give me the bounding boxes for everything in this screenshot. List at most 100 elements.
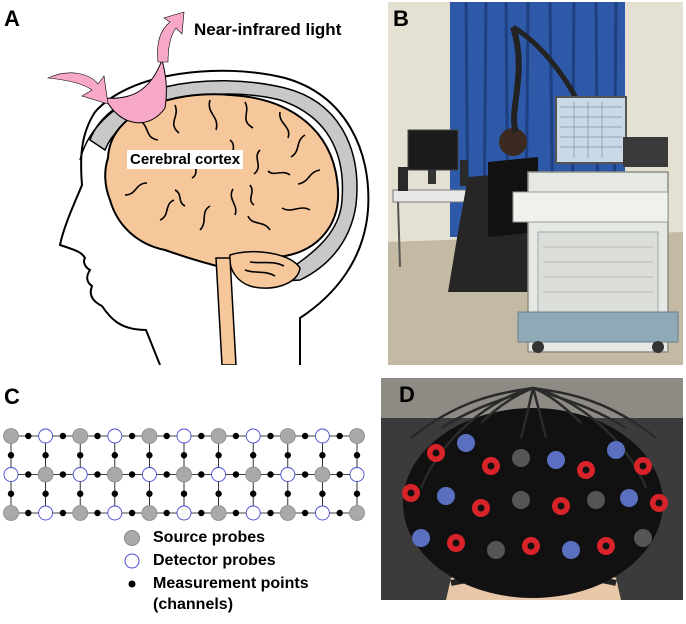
panel-d-photo-probe-cap: D — [381, 378, 683, 600]
measurement-point — [353, 452, 361, 459]
incoming-light-arrow — [46, 72, 109, 105]
measurement-point — [7, 452, 15, 459]
detector-probe — [38, 505, 54, 521]
measurement-point — [111, 490, 119, 497]
detector-probe — [314, 428, 330, 444]
printer — [623, 137, 668, 167]
measurement-point — [42, 452, 49, 459]
measurement-point — [59, 509, 67, 517]
detector-probe — [314, 505, 330, 521]
measurement-point — [59, 471, 67, 478]
source-probe — [245, 466, 262, 483]
subject-head — [499, 128, 527, 156]
panel-letter-b: B — [393, 6, 409, 31]
detector-probe — [176, 428, 192, 444]
measurement-point — [77, 452, 84, 459]
measurement-point — [163, 509, 170, 517]
measurement-point — [232, 509, 240, 517]
cerebellum — [229, 250, 301, 289]
measurement-point — [215, 452, 222, 459]
measurement-point — [336, 509, 343, 517]
measurement-point — [94, 471, 101, 478]
panel-letter-c: C — [4, 384, 20, 409]
detector-probe — [176, 505, 192, 521]
monitor — [407, 129, 459, 171]
detector-probe — [349, 467, 365, 482]
near-infrared-light-label: Near-infrared light — [194, 20, 342, 39]
legend-channels-sublabel: (channels) — [153, 596, 234, 613]
panel-letter-d: D — [399, 382, 415, 407]
panel-b-photo-fnirs-system: B — [388, 1, 683, 365]
black-cap — [403, 408, 663, 598]
measurement-point — [284, 452, 291, 459]
gyri-lines — [124, 99, 321, 277]
legend-detector-label: Detector probes — [153, 552, 276, 569]
detector-probe — [245, 505, 261, 521]
photo-probe-cap — [381, 378, 683, 600]
source-probe — [106, 466, 123, 483]
measurement-point — [301, 509, 309, 517]
source-probe — [3, 505, 19, 521]
measurement-point — [336, 432, 343, 440]
source-probe-icon — [121, 527, 143, 549]
measurement-point — [146, 452, 153, 459]
measurement-point — [198, 509, 205, 517]
display-screen — [555, 96, 627, 164]
measurement-point-icon — [121, 573, 143, 595]
measurement-point — [163, 471, 170, 478]
detector-probe — [141, 467, 157, 482]
legend-channels: Measurement points — [121, 573, 309, 595]
measurement-point — [336, 471, 343, 478]
detector-probe — [3, 467, 19, 482]
source-probe — [314, 466, 331, 483]
legend-channels-label: Measurement points — [153, 575, 309, 592]
measurement-point — [59, 432, 67, 440]
source-probe — [72, 428, 89, 444]
measurement-point — [94, 432, 101, 440]
source-probe — [349, 505, 365, 521]
detector-probe — [38, 428, 54, 444]
measurement-point — [128, 509, 136, 517]
source-probe — [210, 428, 227, 444]
source-probe — [72, 505, 89, 521]
measurement-point — [25, 432, 32, 440]
measurement-point — [25, 471, 32, 478]
measurement-point — [180, 490, 188, 497]
measurement-point — [198, 432, 205, 440]
light-path-shape — [104, 58, 167, 124]
panel-c-probe-layout: C Source probes Detector probes Measurem… — [0, 380, 375, 624]
cerebral-cortex-label: Cerebral cortex — [127, 150, 244, 169]
source-probe — [141, 505, 158, 521]
measurement-point — [267, 432, 274, 440]
measurement-point — [163, 432, 170, 440]
detector-probe — [72, 467, 88, 482]
panel-a-brain-diagram: A — [0, 0, 380, 366]
measurement-point — [25, 509, 32, 517]
detector-probe — [280, 467, 296, 482]
detector-probe — [107, 428, 123, 444]
measurement-point — [353, 490, 361, 497]
brain — [104, 93, 340, 270]
measurement-point — [146, 490, 153, 497]
brain-stem — [215, 257, 237, 366]
probe-cable-arm — [510, 26, 522, 134]
source-probe — [141, 428, 158, 444]
probe-cables — [410, 386, 657, 489]
source-probe — [176, 466, 192, 483]
measurement-point — [232, 432, 240, 440]
source-probe — [3, 428, 19, 444]
legend-detector: Detector probes — [121, 550, 276, 572]
source-probe — [279, 505, 296, 521]
detector-probe — [211, 467, 227, 482]
measurement-point — [198, 471, 205, 478]
measurement-point — [319, 490, 326, 497]
measurement-point — [77, 490, 84, 497]
detector-probe — [245, 428, 261, 444]
head-brain-illustration — [46, 11, 370, 366]
source-probe — [349, 428, 365, 444]
measurement-point — [250, 490, 257, 497]
detector-probe-icon — [121, 550, 143, 572]
probe-grid — [3, 428, 365, 521]
measurement-point — [94, 509, 101, 517]
head-outline — [58, 69, 370, 366]
